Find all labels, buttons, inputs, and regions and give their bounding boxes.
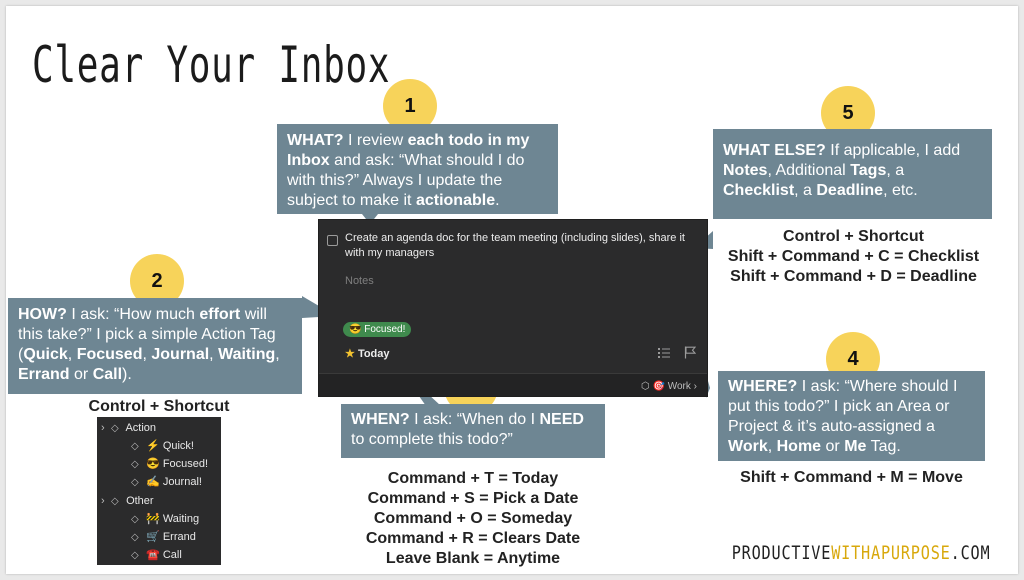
shortcuts-when: Command + T = Today Command + S = Pick a… bbox=[365, 470, 581, 567]
tag-group-other[interactable]: ›◇ Other bbox=[101, 493, 154, 509]
todo-title[interactable]: Create an agenda doc for the team meetin… bbox=[345, 232, 685, 259]
tag-icon: ◇ bbox=[131, 550, 139, 561]
shortcuts-how: Control + Shortcut bbox=[88, 398, 230, 415]
tag-item-quick[interactable]: ◇ ⚡ Quick! bbox=[131, 438, 194, 454]
tag-icon: ◇ bbox=[131, 459, 139, 470]
tag-icon: ◇ bbox=[131, 477, 139, 488]
checklist-icon[interactable] bbox=[658, 347, 670, 359]
shortcuts-where: Shift + Command + M = Move bbox=[740, 469, 963, 486]
tag-pill-focused[interactable]: 😎 Focused! bbox=[343, 322, 412, 337]
when-today[interactable]: ★ Today bbox=[345, 347, 390, 360]
callout-when: WHEN? I ask: “When do I NEED to complete… bbox=[341, 404, 605, 458]
flag-icon[interactable] bbox=[684, 346, 696, 359]
todo-detail-panel: Create an agenda doc for the team meetin… bbox=[318, 219, 708, 397]
todo-checkbox[interactable] bbox=[327, 235, 338, 246]
callout-where: WHERE? I ask: “Where should I put this t… bbox=[718, 371, 985, 461]
callout-what: WHAT? I review each todo in my Inbox and… bbox=[277, 124, 558, 214]
tag-icon: ◇ bbox=[111, 496, 119, 507]
slide-title: Clear Your Inbox bbox=[32, 36, 391, 94]
tag-item-focused[interactable]: ◇ 😎 Focused! bbox=[131, 456, 208, 472]
slide: Clear Your Inbox 1 5 2 3 4 WHAT? I revie… bbox=[6, 6, 1018, 574]
tag-icon: ◇ bbox=[131, 532, 139, 543]
tag-icon: ◇ bbox=[111, 423, 119, 434]
chevron-right-icon: › bbox=[693, 381, 697, 392]
when-label: Today bbox=[357, 348, 390, 360]
tag-item-waiting[interactable]: ◇ 🚧 Waiting bbox=[131, 511, 199, 527]
area-label: Work bbox=[667, 381, 691, 392]
panel-footer: ⬡ 🎯 Work › bbox=[319, 373, 707, 396]
tag-item-errand[interactable]: ◇ 🛒 Errand bbox=[131, 529, 196, 545]
tag-item-call[interactable]: ◇ ☎️ Call bbox=[131, 547, 182, 563]
tag-icon: ◇ bbox=[131, 441, 139, 452]
area-icons: ⬡ 🎯 bbox=[640, 381, 665, 392]
shortcuts-what-else: Control + Shortcut Shift + Command + C =… bbox=[727, 228, 980, 285]
callout-what-else: WHAT ELSE? If applicable, I add Notes, A… bbox=[713, 129, 992, 219]
callout-how: HOW? I ask: “How much effort will this t… bbox=[8, 298, 302, 394]
star-icon: ★ bbox=[345, 348, 355, 360]
area-selector[interactable]: ⬡ 🎯 Work › bbox=[641, 381, 697, 392]
notes-field[interactable]: Notes bbox=[345, 275, 374, 287]
tag-item-journal[interactable]: ◇ ✍️ Journal! bbox=[131, 474, 202, 490]
chevron-right-icon: › bbox=[101, 422, 105, 434]
chevron-right-icon: › bbox=[101, 495, 105, 507]
tag-icon: ◇ bbox=[131, 514, 139, 525]
tag-group-action[interactable]: ›◇ Action bbox=[101, 420, 156, 436]
brand-logo: PRODUCTIVEWITHAPURPOSE.COM bbox=[731, 542, 990, 564]
tag-list: ›◇ Action ◇ ⚡ Quick! ◇ 😎 Focused! ◇ ✍️ J… bbox=[97, 417, 221, 565]
